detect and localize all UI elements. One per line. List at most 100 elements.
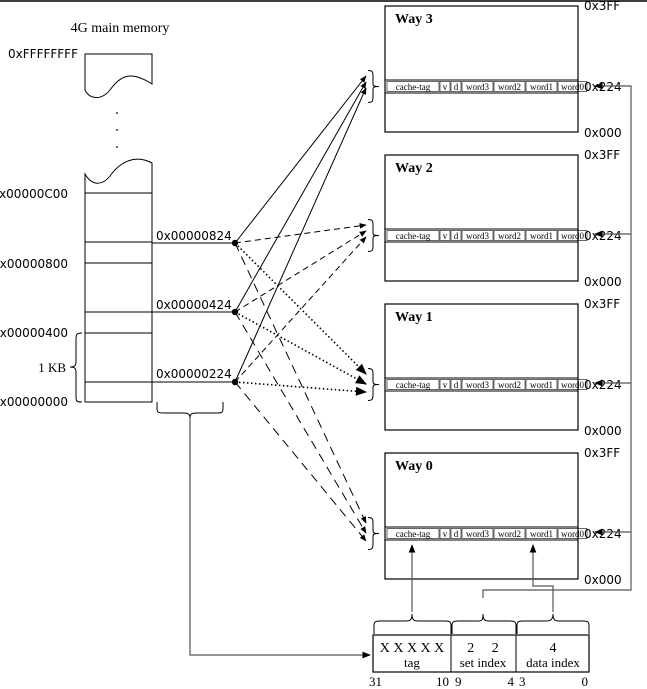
addr-top: 0x3FF	[584, 0, 620, 13]
cache-field-label: v	[443, 380, 448, 390]
cache-line	[384, 79, 579, 94]
line-brace	[367, 368, 380, 401]
cache-field	[461, 81, 494, 92]
cache-field-label: cache-tag	[396, 380, 431, 390]
cache-field	[525, 379, 558, 390]
cache-field-label: word3	[466, 380, 489, 390]
cache-field-label: d	[454, 380, 459, 390]
way-title: Way 0	[395, 459, 433, 474]
cache-field	[525, 81, 558, 92]
cache-field	[493, 230, 526, 241]
cache-field-label: cache-tag	[396, 231, 431, 241]
mapping-arrow-long-dashed	[234, 242, 367, 524]
line-brace	[367, 70, 380, 103]
cache-field-label: v	[443, 529, 448, 539]
cache-field-label: word0	[561, 380, 584, 390]
cache-field	[493, 81, 526, 92]
address-format: X X X X X tag 2 2 set index 4 data index…	[369, 613, 590, 689]
ellipsis-dot	[116, 146, 118, 148]
mapping-arrow-dashed	[234, 223, 367, 244]
cache-field	[525, 230, 558, 241]
cache-field	[450, 81, 462, 92]
set-index-label: set index	[460, 655, 507, 670]
line-brace	[367, 517, 380, 550]
way-box	[384, 303, 579, 431]
cache-field	[461, 230, 494, 241]
mapping-arrow-dashed	[234, 236, 367, 383]
cache-field-label: d	[454, 231, 459, 241]
mapping-arrow-dashed	[234, 230, 367, 313]
cache-field-label: word3	[466, 231, 489, 241]
mapping-arrow-long-dashed	[234, 311, 367, 534]
mapping-arrow-solid	[234, 87, 367, 383]
ellipsis-dot	[116, 129, 118, 131]
cache-field	[557, 81, 588, 92]
tag-field-value: X X X X X	[380, 641, 445, 656]
memory-column	[84, 158, 153, 403]
bit-label-31: 31	[369, 674, 382, 689]
memory-address-c00: 0x00000C00	[0, 187, 68, 201]
addr-bottom: 0x000	[584, 573, 622, 587]
cache-field-label: word1	[530, 231, 553, 241]
cache-line	[384, 228, 579, 243]
addr-line: 0x224	[584, 80, 622, 94]
way-box	[384, 154, 579, 282]
cache-field-label: word2	[498, 529, 521, 539]
block-size-label: 1 KB	[38, 360, 66, 375]
cache-field	[461, 379, 494, 390]
ellipsis-dot	[116, 112, 118, 114]
cache-field-label: word0	[561, 529, 584, 539]
address-box	[372, 634, 590, 673]
line-address-224: 0x00000224	[156, 367, 232, 381]
cache-field-label: word3	[466, 82, 489, 92]
bit-label-9: 9	[455, 674, 462, 689]
cache-field	[450, 379, 462, 390]
mapping-arrow-dotted	[234, 311, 367, 385]
addr-top: 0x3FF	[584, 297, 620, 311]
cache-field	[386, 81, 440, 92]
cache-field	[450, 528, 462, 539]
cache-field-label: word3	[466, 529, 489, 539]
cache-field	[450, 230, 462, 241]
set-index-connector	[482, 82, 632, 598]
cache-field	[386, 230, 440, 241]
cache-field	[461, 528, 494, 539]
way-box	[384, 452, 579, 580]
data-index-label: data index	[526, 655, 580, 670]
mapping-arrow-solid	[234, 75, 367, 244]
cache-field-label: word1	[530, 82, 553, 92]
mapping-arrow-long-dashed	[234, 381, 367, 542]
cache-field	[439, 81, 451, 92]
addr-top: 0x3FF	[584, 148, 620, 162]
cache-field	[439, 528, 451, 539]
cache-field-label: v	[443, 231, 448, 241]
data-index-value: 4	[550, 641, 557, 656]
cache-field-label: word2	[498, 82, 521, 92]
cache-field	[493, 528, 526, 539]
cache-field-label: cache-tag	[396, 529, 431, 539]
cache-field	[439, 379, 451, 390]
data-index-brace	[516, 613, 590, 634]
block-size-brace	[69, 332, 83, 403]
cache-field-label: cache-tag	[396, 82, 431, 92]
addr-line: 0x224	[584, 229, 622, 243]
tag-source-brace	[156, 402, 224, 419]
tag-field-label: tag	[404, 655, 420, 670]
bit-label-0: 0	[582, 674, 589, 689]
memory-title: 4G main memory	[71, 21, 170, 36]
addr-bottom: 0x000	[584, 275, 622, 289]
cache-field-label: word2	[498, 231, 521, 241]
cache-field-label: word1	[530, 380, 553, 390]
cache-field-label: d	[454, 529, 459, 539]
way-title: Way 2	[395, 161, 433, 176]
line-address-424: 0x00000424	[156, 298, 232, 312]
memory-top-block	[84, 53, 153, 98]
